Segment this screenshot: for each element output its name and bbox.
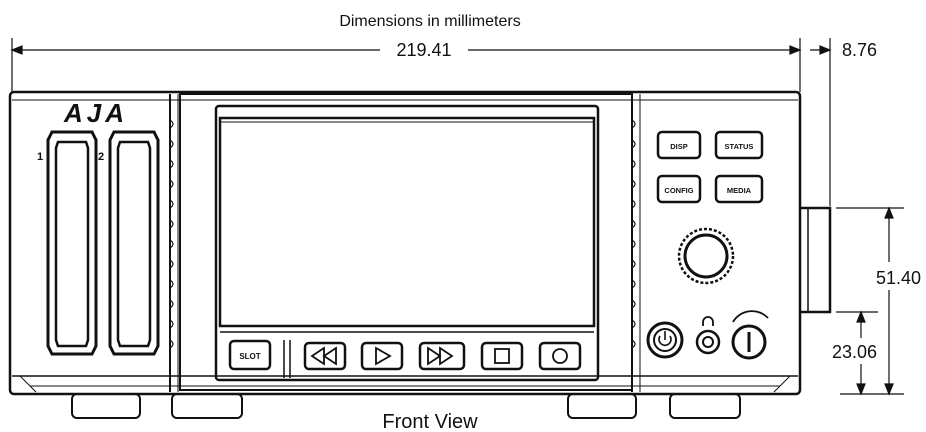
right-vent xyxy=(631,94,641,392)
left-vent xyxy=(169,119,174,349)
aja-logo: AJA xyxy=(63,98,128,128)
config-button[interactable]: CONFIG xyxy=(656,174,702,204)
record-button[interactable] xyxy=(538,341,582,371)
fast-forward-button[interactable] xyxy=(418,341,466,371)
height-upper-label: 51.40 xyxy=(876,268,921,288)
width-dimension xyxy=(10,38,832,206)
status-button[interactable]: STATUS xyxy=(714,130,764,160)
height-dimension-lower xyxy=(836,310,878,396)
transport-area xyxy=(220,331,594,378)
media-slot-1[interactable] xyxy=(46,130,98,356)
height-dimension-upper xyxy=(836,206,904,396)
disp-button[interactable]: DISP xyxy=(656,130,702,160)
headphone-jack[interactable] xyxy=(695,316,721,355)
media-slot-2[interactable] xyxy=(108,130,160,356)
chassis xyxy=(8,90,802,419)
disp-button-label: DISP xyxy=(670,142,688,151)
left-panel xyxy=(169,94,179,392)
media-button[interactable]: MEDIA xyxy=(714,174,764,204)
status-button-label: STATUS xyxy=(725,142,754,151)
view-caption: Front View xyxy=(382,411,478,432)
config-button-label: CONFIG xyxy=(664,186,693,195)
width-label: 219.41 xyxy=(396,40,451,60)
record-icon xyxy=(552,348,568,364)
rewind-button[interactable] xyxy=(303,341,347,371)
media-button-label: MEDIA xyxy=(727,186,752,195)
display-screen xyxy=(218,116,596,328)
side-depth-label: 8.76 xyxy=(842,40,877,60)
height-lower-label: 23.06 xyxy=(832,342,877,362)
play-icon xyxy=(375,346,392,366)
rewind-icon xyxy=(310,346,337,366)
drawing-title: Dimensions in millimeters xyxy=(339,13,520,30)
control-knob[interactable] xyxy=(677,227,735,285)
slot-2-label: 2 xyxy=(98,151,104,163)
slot-1-label: 1 xyxy=(37,151,43,163)
stop-icon xyxy=(494,348,510,364)
power-button[interactable] xyxy=(646,321,684,359)
headphone-icon xyxy=(702,316,714,326)
play-button[interactable] xyxy=(360,341,404,371)
stop-button[interactable] xyxy=(480,341,524,371)
volume-knob[interactable] xyxy=(731,310,769,360)
power-icon xyxy=(658,331,672,347)
slot-button-label: SLOT xyxy=(239,352,260,361)
side-handle xyxy=(800,206,832,314)
fast-forward-icon xyxy=(427,346,454,366)
slot-button[interactable]: SLOT xyxy=(228,339,272,371)
